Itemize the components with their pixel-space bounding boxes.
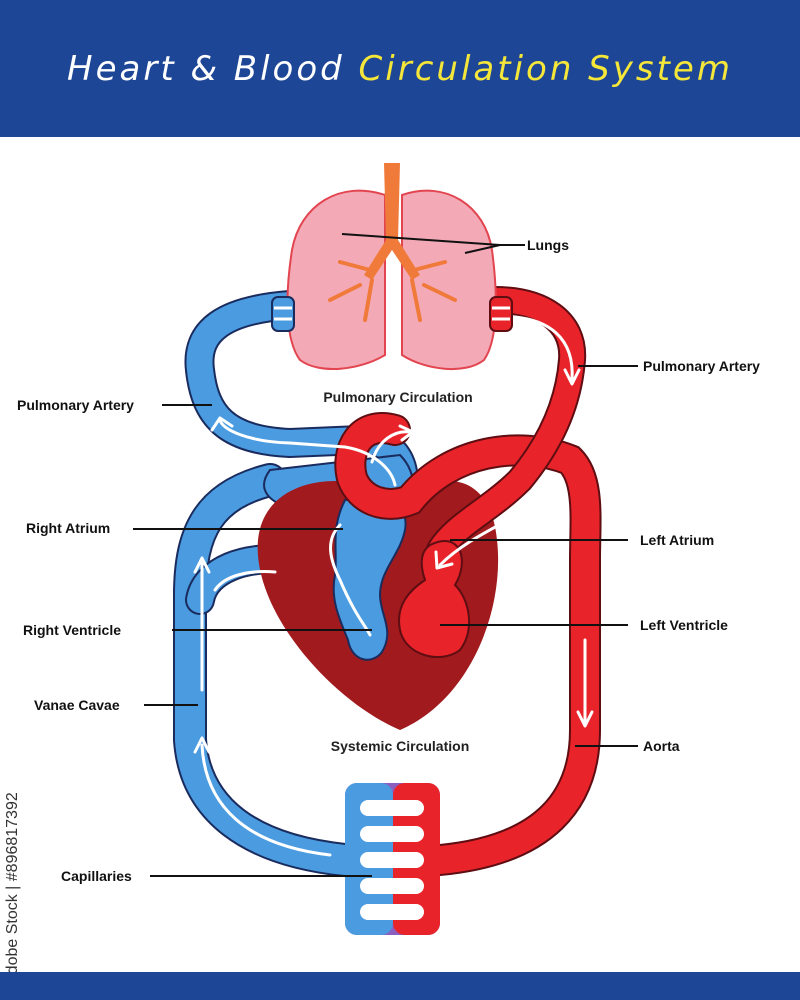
lungs-label: Lungs [527,237,569,253]
bronchi [328,260,457,322]
vanae-cavae-label: Vanae Cavae [34,697,120,713]
pulmonary-artery-left-label: Pulmonary Artery [17,397,134,413]
title-part-1: Heart & Blood [67,48,345,89]
title-banner: Heart & Blood Circulation System [0,0,800,137]
oxygenated-vessels [334,286,602,876]
pulmonary-circulation-label: Pulmonary Circulation [323,389,472,405]
capillary-bed [345,783,440,935]
right-atrium-shape [332,497,407,661]
right-ventricle-label: Right Ventricle [23,622,121,638]
trachea [364,163,420,280]
right-lung [401,189,497,371]
lung-vessel-connectors [271,296,513,332]
aorta-label: Aorta [643,738,680,754]
left-atrium-label: Left Atrium [640,532,714,548]
systemic-circulation-label: Systemic Circulation [331,738,470,754]
leader-lines [133,233,638,877]
pulmonary-artery-right-label: Pulmonary Artery [643,358,760,374]
left-ventricle-label: Left Ventricle [640,617,728,633]
stock-id-watermark: Adobe Stock | #896817392 [4,792,21,985]
lungs [286,163,497,371]
capillaries-label: Capillaries [61,868,132,884]
page-title: Heart & Blood Circulation System [67,49,733,89]
left-chambers [398,540,471,659]
footer-bar [0,972,800,1000]
flow-arrows [193,315,594,857]
title-part-2: Circulation System [358,48,733,89]
right-atrium-label: Right Atrium [26,520,110,536]
